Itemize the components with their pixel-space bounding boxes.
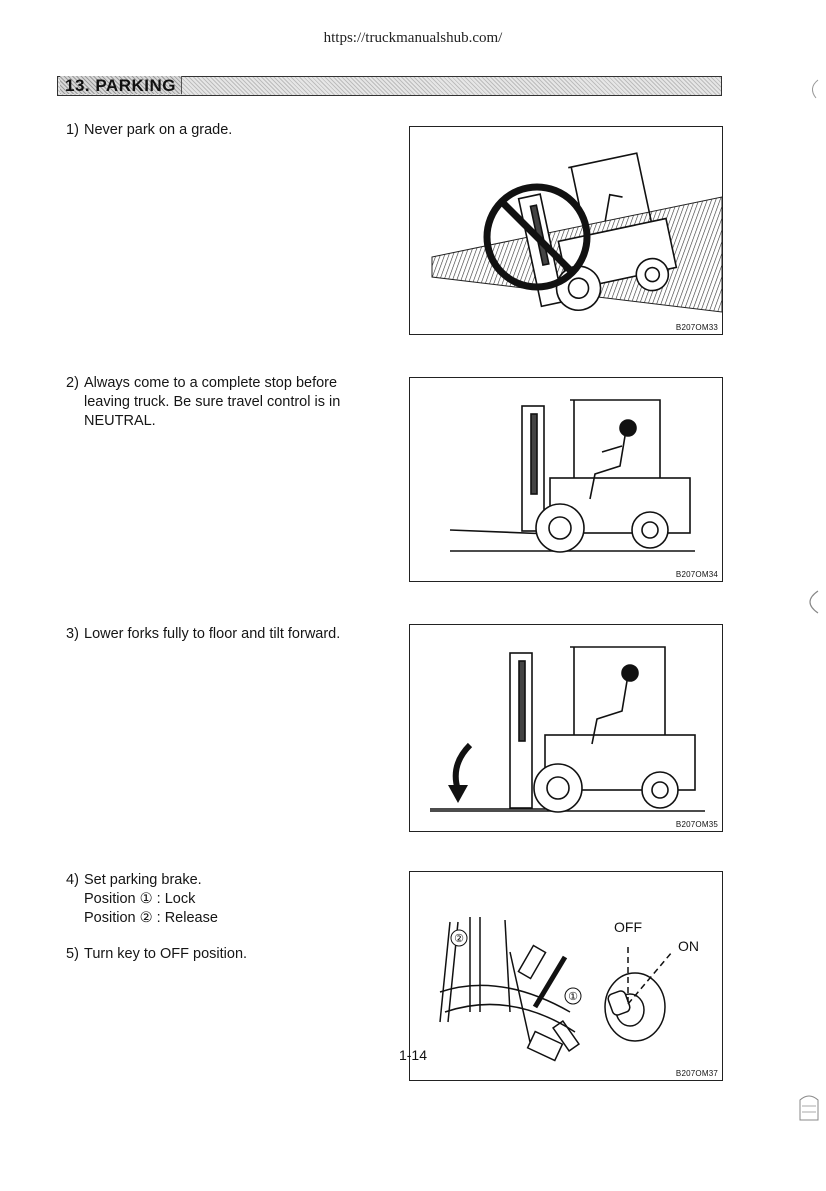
instruction-5: 5) Turn key to OFF position. (66, 945, 247, 964)
instruction-1: 1) Never park on a grade. (66, 121, 232, 140)
instruction-line: Position ① : Lock (84, 891, 196, 907)
instruction-line: NEUTRAL. (84, 413, 156, 429)
instruction-number: 3) (66, 626, 79, 642)
figure-code: B207OM37 (675, 1069, 718, 1078)
instruction-number: 5) (66, 946, 79, 962)
page-number: 1-14 (398, 1047, 428, 1063)
instruction-line: Set parking brake. (84, 872, 202, 888)
forklift-stopped-illustration (449, 399, 695, 553)
section-header-bar: 13. PARKING (57, 76, 722, 96)
on-label: ON (678, 938, 699, 954)
figure-lower-forks: B207OM35 (409, 624, 723, 832)
section-title: 13. PARKING (60, 76, 182, 95)
instruction-line: Always come to a complete stop before (84, 375, 338, 391)
forklift-on-grade-illustration (431, 152, 722, 313)
instruction-4: 4) Set parking brake. Position ① : Lock P… (66, 871, 218, 928)
figure-code: B207OM35 (675, 820, 718, 829)
figure-code: B207OM33 (675, 323, 718, 332)
scan-margin-mark (812, 79, 819, 99)
instruction-2: 2)Always come to a complete stop before … (66, 374, 340, 431)
scan-margin-mark (799, 1095, 819, 1121)
instruction-number: 1) (66, 122, 79, 138)
forklift-forks-lowered-illustration (430, 646, 705, 813)
instruction-line: Turn key to OFF position. (84, 946, 248, 962)
figure-parking-brake-key: ② ① OFF ON B207OM37 (409, 871, 723, 1081)
instruction-line: Position ② : Release (84, 910, 218, 926)
tilt-forward-arrow (452, 742, 473, 791)
figure-complete-stop: B207OM34 (409, 377, 723, 582)
position-1-label: ① (568, 991, 578, 1003)
instruction-line: Never park on a grade. (84, 122, 233, 138)
prohibition-sign (483, 183, 591, 291)
off-label: OFF (614, 919, 642, 935)
figure-no-park-on-grade: B207OM33 (409, 126, 723, 335)
instruction-line: Lower forks fully to floor and tilt forw… (84, 626, 341, 642)
instruction-3: 3) Lower forks fully to floor and tilt fo… (66, 625, 340, 644)
position-2-label: ② (454, 933, 464, 945)
scan-margin-mark (809, 590, 819, 614)
instruction-number: 4) (66, 872, 79, 888)
instruction-number: 2) (66, 375, 79, 391)
source-url[interactable]: https://truckmanualshub.com/ (323, 30, 503, 46)
figure-code: B207OM34 (675, 570, 718, 579)
brake-and-key-illustration: ② ① OFF ON (439, 917, 699, 1062)
instruction-line: leaving truck. Be sure travel control is… (84, 394, 341, 410)
